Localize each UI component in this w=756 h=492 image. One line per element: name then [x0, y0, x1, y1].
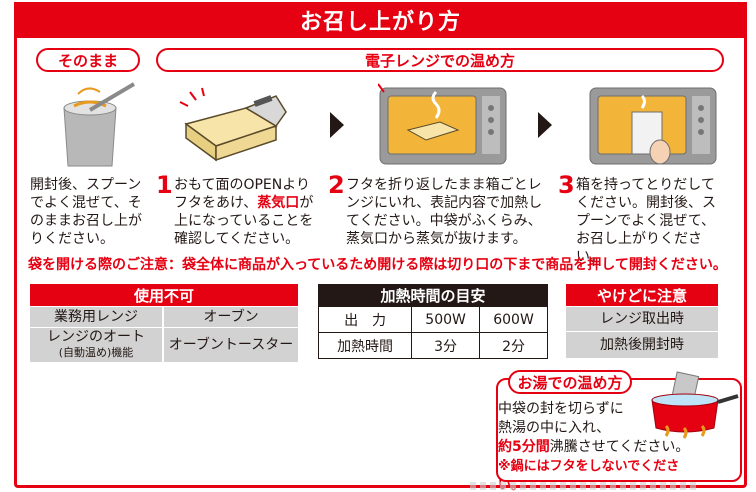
- cropped-text-row: [470, 482, 700, 490]
- unusable-cell: オーブントースター: [164, 328, 298, 362]
- opening-caution: 袋を開ける際のご注意：袋全体に商品が入っているため開ける際は切り口の下まで商品を…: [28, 254, 738, 274]
- step-1-text-a: おもて面のOPENよりフタをあけ、: [174, 177, 310, 211]
- hotwater-instructions: 中袋の封を切らずに 熱湯の中に入れ、 約5分間沸騰させてください。 ※鍋にはフタ…: [498, 400, 698, 492]
- step-3-text: 箱を持ってとりだしてください。開封後、スプーンでよく混ぜて、お召し上がりください…: [576, 177, 716, 265]
- hotwater-line-rest: 沸騰させてください。: [549, 439, 690, 455]
- heating-time: 3分: [411, 332, 481, 359]
- heating-header: 加熱時間の目安: [318, 284, 548, 306]
- pot-boiling-icon: [651, 371, 739, 439]
- unusable-cell-main: レンジのオート: [47, 329, 145, 345]
- caution-text: ：袋全体に商品が入っているため開ける際は切り口の下まで商品を押して開封ください。: [168, 257, 727, 273]
- section-label-microwave: 電子レンジでの温め方: [156, 48, 724, 72]
- heating-row-label: 加熱時間: [317, 332, 413, 359]
- unusable-cell-note: (自動温め)機能: [58, 346, 134, 359]
- hotwater-line: 約5分間沸騰させてください。: [498, 438, 698, 457]
- step-plain-text: 開封後、スプーンでよく混ぜて、そのままお召し上がりください。: [30, 177, 142, 247]
- heating-row-label: 出 力: [317, 306, 413, 333]
- table-row: 加熱時間 3分 2分: [317, 332, 548, 359]
- heating-time: 2分: [479, 332, 548, 359]
- hotwater-duration: 約5分間: [498, 439, 550, 455]
- step-3-number: 3: [558, 171, 575, 199]
- unusable-cell: オーブン: [164, 307, 298, 327]
- page-title: お召し上がり方: [14, 2, 747, 38]
- burn-item: 加熱後開封時: [566, 332, 718, 358]
- unusable-cell: 業務用レンジ: [30, 307, 162, 327]
- next-arrow-icon: [538, 112, 552, 138]
- package-open-icon: [179, 87, 287, 162]
- burn-item: レンジ取出時: [566, 307, 718, 331]
- table-row: 出 力 500W 600W: [317, 306, 548, 333]
- burn-header: やけどに注意: [566, 284, 718, 306]
- microwave-done-icon: [589, 87, 717, 165]
- steam-vent-label: 蒸気口: [257, 195, 300, 211]
- heating-table: 出 力 500W 600W 加熱時間 3分 2分: [317, 306, 548, 359]
- heating-column: 600W: [479, 306, 548, 333]
- step-2-text: フタを折り返したまま箱ごとレンジにいれ、表記内容で加熱してください。中袋がふくら…: [346, 177, 543, 247]
- step-1-number: 1: [156, 171, 173, 199]
- step-1-text: おもて面のOPENよりフタをあけ、蒸気口が上になっていることを確認してください。: [174, 176, 322, 248]
- step-2-number: 2: [328, 171, 345, 199]
- next-arrow-icon: [330, 112, 344, 138]
- unusable-header: 使用不可: [30, 284, 298, 306]
- heating-column: 500W: [411, 306, 481, 333]
- microwave-heating-icon: [378, 83, 507, 165]
- step-1-text-b: が上になっていることを確認してください。: [174, 195, 314, 247]
- pouch-with-spoon-icon: [63, 82, 136, 167]
- hotwater-line: 熱湯の中に入れ、: [498, 420, 611, 436]
- hotwater-line: 中袋の封を切らずに: [498, 401, 624, 417]
- caution-label: 袋を開ける際のご注意: [28, 257, 168, 273]
- section-label-hotwater: お湯での温め方: [508, 370, 632, 394]
- unusable-cell: レンジのオート(自動温め)機能: [30, 328, 162, 362]
- section-label-as-is: そのまま: [36, 48, 140, 72]
